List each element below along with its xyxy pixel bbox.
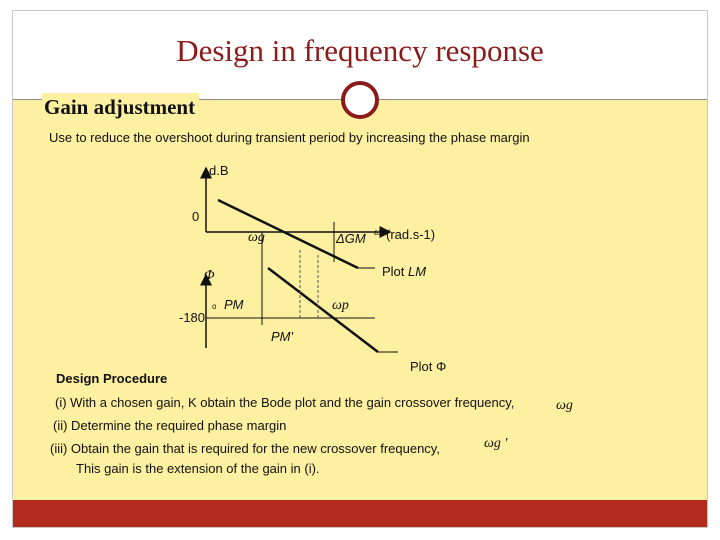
procedure-step-3-continued: This gain is the extension of the gain i… (76, 461, 320, 476)
procedure-step-1: (i) With a chosen gain, K obtain the Bod… (55, 395, 515, 410)
phi-axis-label: Φ (204, 268, 215, 283)
frequency-unit-label: (rad.s-1) (386, 227, 436, 242)
footer-bar (13, 500, 707, 527)
slide-frame (12, 10, 708, 528)
slide-title: Design in frequency response (176, 33, 544, 68)
procedure-step-3-symbol: ωg ' (484, 436, 508, 451)
procedure-step-1-symbol: ωg (556, 398, 573, 413)
magnitude-plot-line (217, 198, 359, 270)
delta-gm-label: ΔGM (336, 231, 366, 246)
omega-p-label: ωp (332, 298, 349, 313)
procedure-step-2: (ii) Determine the required phase margin (53, 418, 287, 433)
db-axis-label: d.B (209, 163, 229, 178)
plot-phi-label: Plot Φ (410, 359, 447, 374)
pm-label: PM (224, 297, 244, 312)
description-text: Use to reduce the overshoot during trans… (49, 130, 530, 145)
omega-symbol: ω (374, 227, 382, 238)
zero-label: 0 (192, 209, 200, 224)
procedure-step-3: (iii) Obtain the gain that is required f… (50, 441, 440, 456)
content-panel (13, 100, 707, 500)
pm-prime-label: PM' (271, 329, 293, 344)
plot-lm-label: Plot LM (382, 264, 427, 279)
procedure-heading: Design Procedure (56, 371, 168, 386)
omega-g-label: ωg (248, 230, 265, 245)
phase-plot-line (267, 267, 379, 353)
decorative-circle-icon (341, 81, 379, 119)
degree-symbol: o (212, 302, 217, 311)
slide-subtitle: Gain adjustment (42, 93, 200, 121)
minus-180-label: -180 (179, 310, 206, 325)
